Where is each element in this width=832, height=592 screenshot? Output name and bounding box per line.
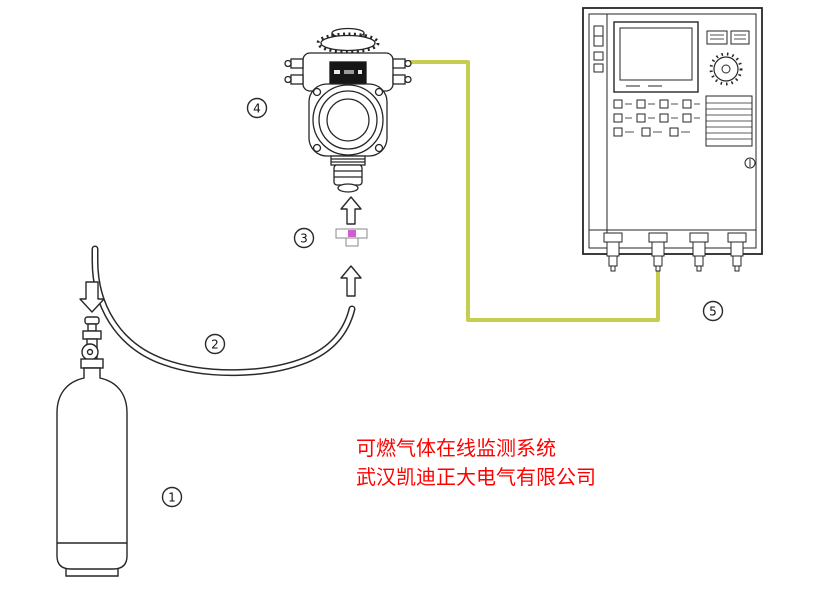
marker-cylinder-number: 1 [168,491,176,505]
marker-adapter-number: 3 [300,232,308,246]
marker-detector: 4 [246,97,268,119]
marker-cylinder: 1 [161,486,183,508]
arrow-up-to-adapter [340,265,362,297]
door-lock-icon [744,157,756,169]
company-name: 武汉凯迪正大电气有限公司 [356,465,596,489]
control-panel [582,7,763,272]
valve-handwheel [81,343,99,361]
calibration-adapter [335,228,368,247]
detector-sensor-housing [312,84,384,156]
marker-panel-number: 5 [709,305,717,319]
cylinder-body [56,367,128,570]
panel-grille [705,95,753,147]
marker-adapter: 3 [293,227,315,249]
panel-display-screen [613,21,699,93]
panel-indicators [613,99,700,137]
adapter-accent [348,230,356,237]
panel-knob [709,52,743,86]
cable-glands [603,232,747,272]
marker-detector-number: 4 [253,102,261,116]
marker-tube-number: 2 [211,338,219,352]
marker-panel: 5 [702,300,724,322]
gas-detector [284,27,412,193]
system-title: 可燃气体在线监测系统 [356,436,556,460]
caption-block: 可燃气体在线监测系统 武汉凯迪正大电气有限公司 [356,434,596,492]
signal-cable [399,60,660,322]
arrow-up-to-detector [340,196,362,225]
gas-cylinder [56,316,128,577]
sample-tube [91,245,356,377]
arrow-down-to-cylinder [79,281,105,313]
marker-tube: 2 [204,333,226,355]
